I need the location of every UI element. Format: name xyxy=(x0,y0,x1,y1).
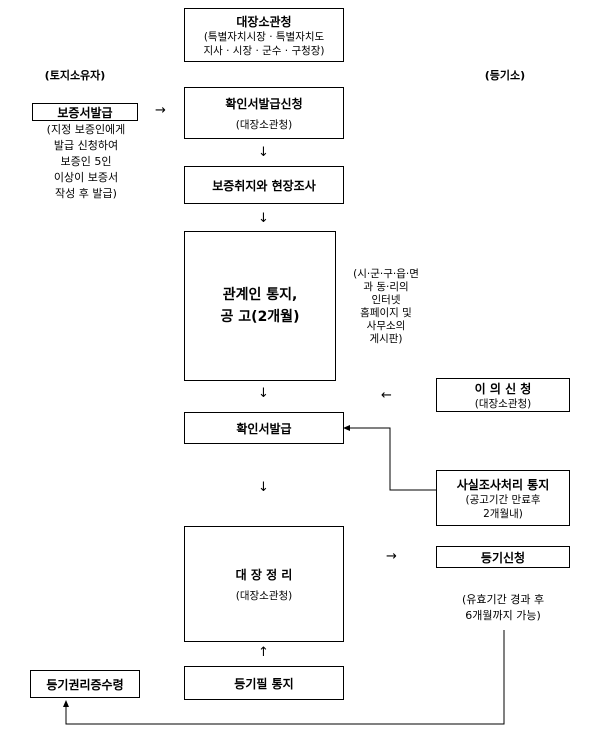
guarantee-note-line: 이상이 보증서 xyxy=(53,171,119,184)
ledger-office-title: 대장소관청 xyxy=(236,14,292,29)
notice-line1: 관계인 통지, xyxy=(222,287,298,303)
guarantee-issue-box: 보증서발급 xyxy=(32,103,138,121)
notice-note: (시·군·구·읍·면 과 동·리의 인터넷 홈페이지 및 사무소의 게시판) xyxy=(338,268,434,346)
objection-box: 이 의 신 청 (대장소관청) xyxy=(436,378,570,412)
fact-to-issue-arrowhead xyxy=(343,425,350,431)
confirmation-issue-label: 확인서발급 xyxy=(236,421,292,436)
down-arrow-icon: ↓ xyxy=(258,386,269,401)
notice-box: 관계인 통지, 공 고(2개월) xyxy=(184,231,336,381)
ledger-arrangement-title: 대 장 정 리 xyxy=(235,567,293,582)
notice-note-line: 인터넷 xyxy=(371,294,401,306)
fact-check-box: 사실조사처리 통지 (공고기간 만료후 2개월내) xyxy=(436,470,570,526)
ledger-arrangement-sub: (대장소관청) xyxy=(235,589,293,602)
ledger-office-box: 대장소관청 (특별자치시장 · 특별자치도 지사 · 시장 · 군수 · 구청장… xyxy=(184,8,344,62)
certificate-receipt-label: 등기권리증수령 xyxy=(46,677,124,692)
fact-to-issue-line xyxy=(348,427,436,491)
confirmation-apply-box: 확인서발급신청 (대장소관청) xyxy=(184,87,344,139)
fact-check-sub1: (공고기간 만료후 xyxy=(465,493,541,506)
fact-check-sub2: 2개월내) xyxy=(483,507,523,520)
fact-check-title: 사실조사처리 통지 xyxy=(456,477,550,492)
registry-completion-label: 등기필 통지 xyxy=(234,676,294,691)
down-arrow-icon: ↓ xyxy=(258,145,269,160)
guarantee-note-line: (지정 보증인에게 xyxy=(46,123,126,136)
left-arrow-icon: ← xyxy=(381,388,392,403)
down-arrow-icon: ↓ xyxy=(258,480,269,495)
registry-to-certificate-line xyxy=(65,630,505,725)
ledger-office-line1: (특별자치시장 · 특별자치도 xyxy=(203,30,325,43)
ledger-arrangement-box: 대 장 정 리 (대장소관청) xyxy=(184,526,344,642)
objection-sub: (대장소관청) xyxy=(474,397,532,410)
guarantee-note-line: 보증인 5인 xyxy=(60,155,112,168)
down-arrow-icon: ↓ xyxy=(258,211,269,226)
notice-note-line: (시·군·구·읍·면 xyxy=(353,268,419,280)
registry-completion-box: 등기필 통지 xyxy=(184,666,344,700)
registry-note-line: 6개월까지 가능) xyxy=(465,609,541,622)
confirmation-apply-title: 확인서발급신청 xyxy=(225,96,303,111)
left-column-header: (토지소유자) xyxy=(44,69,106,82)
registry-to-certificate-arrowhead xyxy=(63,700,69,707)
guarantee-note: (지정 보증인에게 발급 신청하여 보증인 5인 이상이 보증서 작성 후 발급… xyxy=(20,122,152,202)
field-survey-label: 보증취지와 현장조사 xyxy=(212,178,316,193)
field-survey-box: 보증취지와 현장조사 xyxy=(184,166,344,204)
objection-title: 이 의 신 청 xyxy=(474,381,532,396)
registry-note: (유효기간 경과 후 6개월까지 가능) xyxy=(428,592,578,624)
confirmation-apply-sub: (대장소관청) xyxy=(235,118,293,131)
certificate-receipt-box: 등기권리증수령 xyxy=(30,670,140,698)
registry-note-line: (유효기간 경과 후 xyxy=(461,593,545,606)
registry-apply-box: 등기신청 xyxy=(436,546,570,568)
notice-note-line: 과 동·리의 xyxy=(363,281,409,293)
right-arrow-icon: → xyxy=(155,103,166,118)
notice-line2: 공 고(2개월) xyxy=(220,309,300,325)
notice-note-line: 사무소의 xyxy=(366,320,406,332)
ledger-office-line2: 지사 · 시장 · 군수 · 구청장) xyxy=(203,44,325,57)
registry-apply-label: 등기신청 xyxy=(480,550,526,565)
guarantee-note-line: 발급 신청하여 xyxy=(53,139,119,152)
right-arrow-icon: → xyxy=(386,549,397,564)
notice-note-line: 게시판) xyxy=(369,333,403,345)
guarantee-note-line: 작성 후 발급) xyxy=(55,187,117,200)
notice-note-line: 홈페이지 및 xyxy=(360,307,412,319)
right-column-header: (등기소) xyxy=(484,69,526,82)
guarantee-issue-label: 보증서발급 xyxy=(57,105,113,120)
up-arrow-icon: ↑ xyxy=(258,645,269,660)
confirmation-issue-box: 확인서발급 xyxy=(184,412,344,444)
